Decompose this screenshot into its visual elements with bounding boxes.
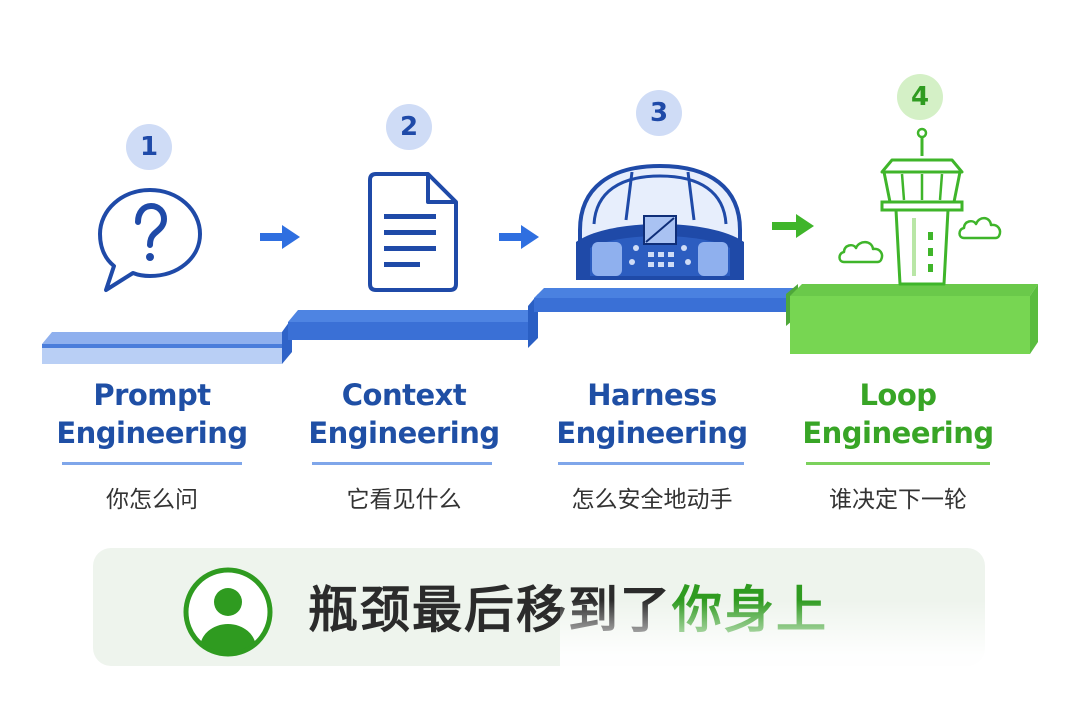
- cockpit-icon: [576, 163, 744, 280]
- step-title-2: Context Engineering: [284, 376, 524, 452]
- step-title-2-line2: Engineering: [308, 416, 500, 450]
- step-number-badge-2: 2: [386, 104, 432, 150]
- step-title-3: Harness Engineering: [532, 376, 772, 452]
- step-platform-1: [42, 332, 290, 364]
- step-subtitle-1: 你怎么问: [106, 487, 198, 513]
- step-title-4-line2: Engineering: [802, 416, 994, 450]
- control-tower-icon: [880, 127, 964, 286]
- step-subtitle-2: 它看见什么: [346, 487, 462, 513]
- fade-overlay: [560, 600, 990, 720]
- step-divider-4: [806, 462, 990, 465]
- document-icon: [368, 172, 458, 292]
- question-bubble-icon: [98, 188, 202, 292]
- step-platform-2: [288, 310, 536, 340]
- step-title-4: Loop Engineering: [778, 376, 1018, 452]
- user-icon: [183, 567, 273, 657]
- step-number-badge-1: 1: [126, 124, 172, 170]
- step-number-badge-4: 4: [897, 74, 943, 120]
- step-title-4-line1: Loop: [859, 378, 937, 412]
- step-platform-4: [790, 284, 1038, 354]
- arrow-right-icon: [499, 225, 539, 249]
- step-number-badge-3: 3: [636, 90, 682, 136]
- step-divider-2: [312, 462, 492, 465]
- arrow-right-icon: [772, 214, 814, 238]
- step-divider-1: [62, 462, 242, 465]
- step-title-2-line1: Context: [341, 378, 467, 412]
- step-subtitle-3: 怎么安全地动手: [571, 487, 733, 513]
- step-divider-3: [558, 462, 744, 465]
- step-subtitle-4: 谁决定下一轮: [829, 487, 967, 513]
- step-title-3-line1: Harness: [587, 378, 717, 412]
- cloud-icon: [838, 240, 884, 264]
- step-platform-3: [534, 288, 796, 312]
- step-title-3-line2: Engineering: [556, 416, 748, 450]
- step-title-1: Prompt Engineering: [32, 376, 272, 452]
- step-title-1-line1: Prompt: [93, 378, 211, 412]
- arrow-right-icon: [260, 225, 300, 249]
- step-title-1-line2: Engineering: [56, 416, 248, 450]
- cloud-icon: [958, 216, 1002, 240]
